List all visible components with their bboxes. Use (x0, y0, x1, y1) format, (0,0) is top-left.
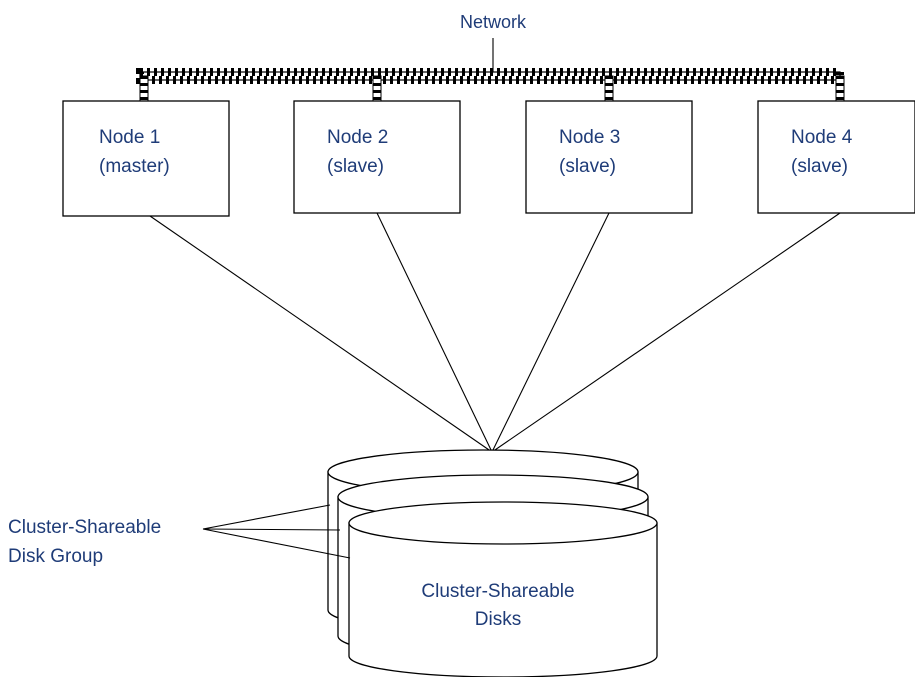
network-bus (136, 68, 844, 84)
node-1-name: Node 1 (99, 127, 160, 148)
link-node-2-disks (376, 212, 493, 453)
node-3-name: Node 3 (559, 127, 620, 148)
node-1: Node 1 (master) (62, 100, 230, 217)
node-3: Node 3 (slave) (525, 100, 693, 214)
node-2-role: (slave) (327, 156, 384, 177)
node-4-name: Node 4 (791, 127, 853, 148)
node-4-role: (slave) (791, 156, 848, 177)
disks-label-line2: Disks (475, 609, 521, 630)
disk-front (348, 501, 658, 677)
disk-group-pointer-1 (202, 504, 331, 530)
network-drop-node-2 (372, 75, 382, 105)
network-label: Network (460, 12, 527, 32)
network-drop-node-4 (835, 75, 845, 105)
node-1-role: (master) (99, 156, 170, 177)
disk-group-pointer-3 (202, 528, 351, 559)
link-node-1-disks (149, 215, 493, 453)
node-2: Node 2 (slave) (293, 100, 461, 214)
disk-group-label-line1: Cluster-Shareable (8, 517, 161, 538)
link-node-4-disks (491, 212, 841, 453)
disk-group-label-line2: Disk Group (8, 546, 103, 567)
disk-group-pointer-2 (202, 528, 341, 531)
node-4: Node 4 (slave) (757, 100, 915, 214)
network-drop-node-1 (139, 75, 149, 105)
node-3-role: (slave) (559, 156, 616, 177)
network-drop-node-3 (604, 75, 614, 105)
node-2-name: Node 2 (327, 127, 388, 148)
disks-label-line1: Cluster-Shareable (421, 581, 574, 602)
link-node-3-disks (491, 212, 610, 453)
